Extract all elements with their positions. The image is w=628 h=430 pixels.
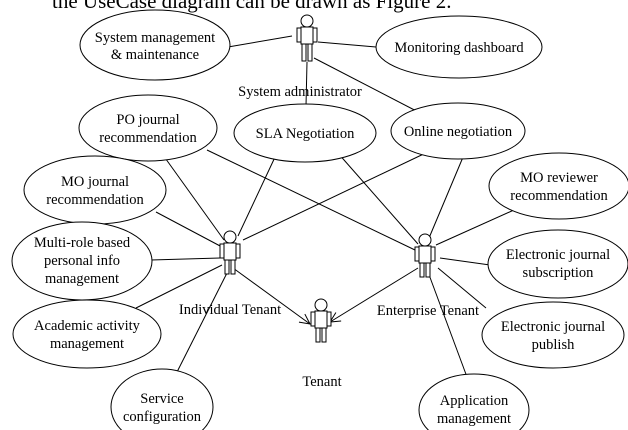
actor-icon <box>414 233 436 278</box>
actor-enterprise-tenant[interactable]: Enterprise Tenant <box>377 233 479 319</box>
actor-system-administrator[interactable]: System administrator <box>238 14 362 100</box>
use-case-label: recommendation <box>99 130 197 146</box>
use-case-system-management[interactable]: System management & maintenance <box>79 9 231 81</box>
use-case-label: MO journal <box>61 174 129 190</box>
use-case-online-negotiation[interactable]: Online negotiation <box>390 102 526 160</box>
use-case-label: Application <box>440 393 509 409</box>
use-case-label: recommendation <box>46 192 144 208</box>
actor-individual-tenant[interactable]: Individual Tenant <box>179 230 281 318</box>
use-case-academic-activity-management[interactable]: Academic activity management <box>12 299 162 369</box>
use-case-multi-role-info-management[interactable]: Multi-role based personal info managemen… <box>11 221 153 301</box>
use-case-sla-negotiation[interactable]: SLA Negotiation <box>233 103 377 163</box>
actor-label: Individual Tenant <box>179 302 281 318</box>
use-case-label: Academic activity <box>34 318 141 334</box>
use-case-label: Service <box>140 391 183 407</box>
use-case-label: & maintenance <box>111 47 199 63</box>
use-case-label: recommendation <box>510 188 608 204</box>
use-case-label: configuration <box>123 409 202 425</box>
actor-label: Enterprise Tenant <box>377 303 479 319</box>
actor-icon <box>310 298 332 343</box>
use-case-label: SLA Negotiation <box>256 126 355 142</box>
use-case-electronic-journal-publish[interactable]: Electronic journal publish <box>481 301 625 369</box>
use-case-label: management <box>50 336 124 352</box>
use-case-monitoring-dashboard[interactable]: Monitoring dashboard <box>375 15 543 79</box>
actor-label: System administrator <box>238 84 362 100</box>
use-case-label: MO reviewer <box>520 170 598 186</box>
use-case-label: System management <box>95 30 215 46</box>
use-case-label: Multi-role based <box>34 235 131 251</box>
use-case-mo-reviewer-recommendation[interactable]: MO reviewer recommendation <box>488 152 628 220</box>
use-case-label: publish <box>532 337 575 353</box>
use-case-electronic-journal-subscription[interactable]: Electronic journal subscription <box>487 229 628 299</box>
use-case-label: personal info <box>44 253 120 269</box>
use-case-service-configuration[interactable]: Service configuration <box>110 368 214 430</box>
use-case-mo-journal-recommendation[interactable]: MO journal recommendation <box>23 155 167 225</box>
use-case-label: Monitoring dashboard <box>394 40 524 56</box>
use-case-label: PO journal <box>116 112 179 128</box>
use-case-label: Online negotiation <box>404 124 513 140</box>
actor-icon <box>296 14 318 62</box>
use-case-application-management[interactable]: Application management <box>418 373 530 430</box>
use-case-po-journal-recommendation[interactable]: PO journal recommendation <box>78 94 218 162</box>
use-case-label: Electronic journal <box>506 247 610 263</box>
use-case-label: Electronic journal <box>501 319 605 335</box>
actor-icon <box>219 230 241 275</box>
use-case-label: subscription <box>523 265 595 281</box>
actor-tenant[interactable]: Tenant <box>302 298 342 390</box>
use-case-label: management <box>437 411 511 427</box>
use-case-label: management <box>45 271 119 287</box>
actor-label: Tenant <box>302 374 341 390</box>
association-lines <box>135 35 526 378</box>
